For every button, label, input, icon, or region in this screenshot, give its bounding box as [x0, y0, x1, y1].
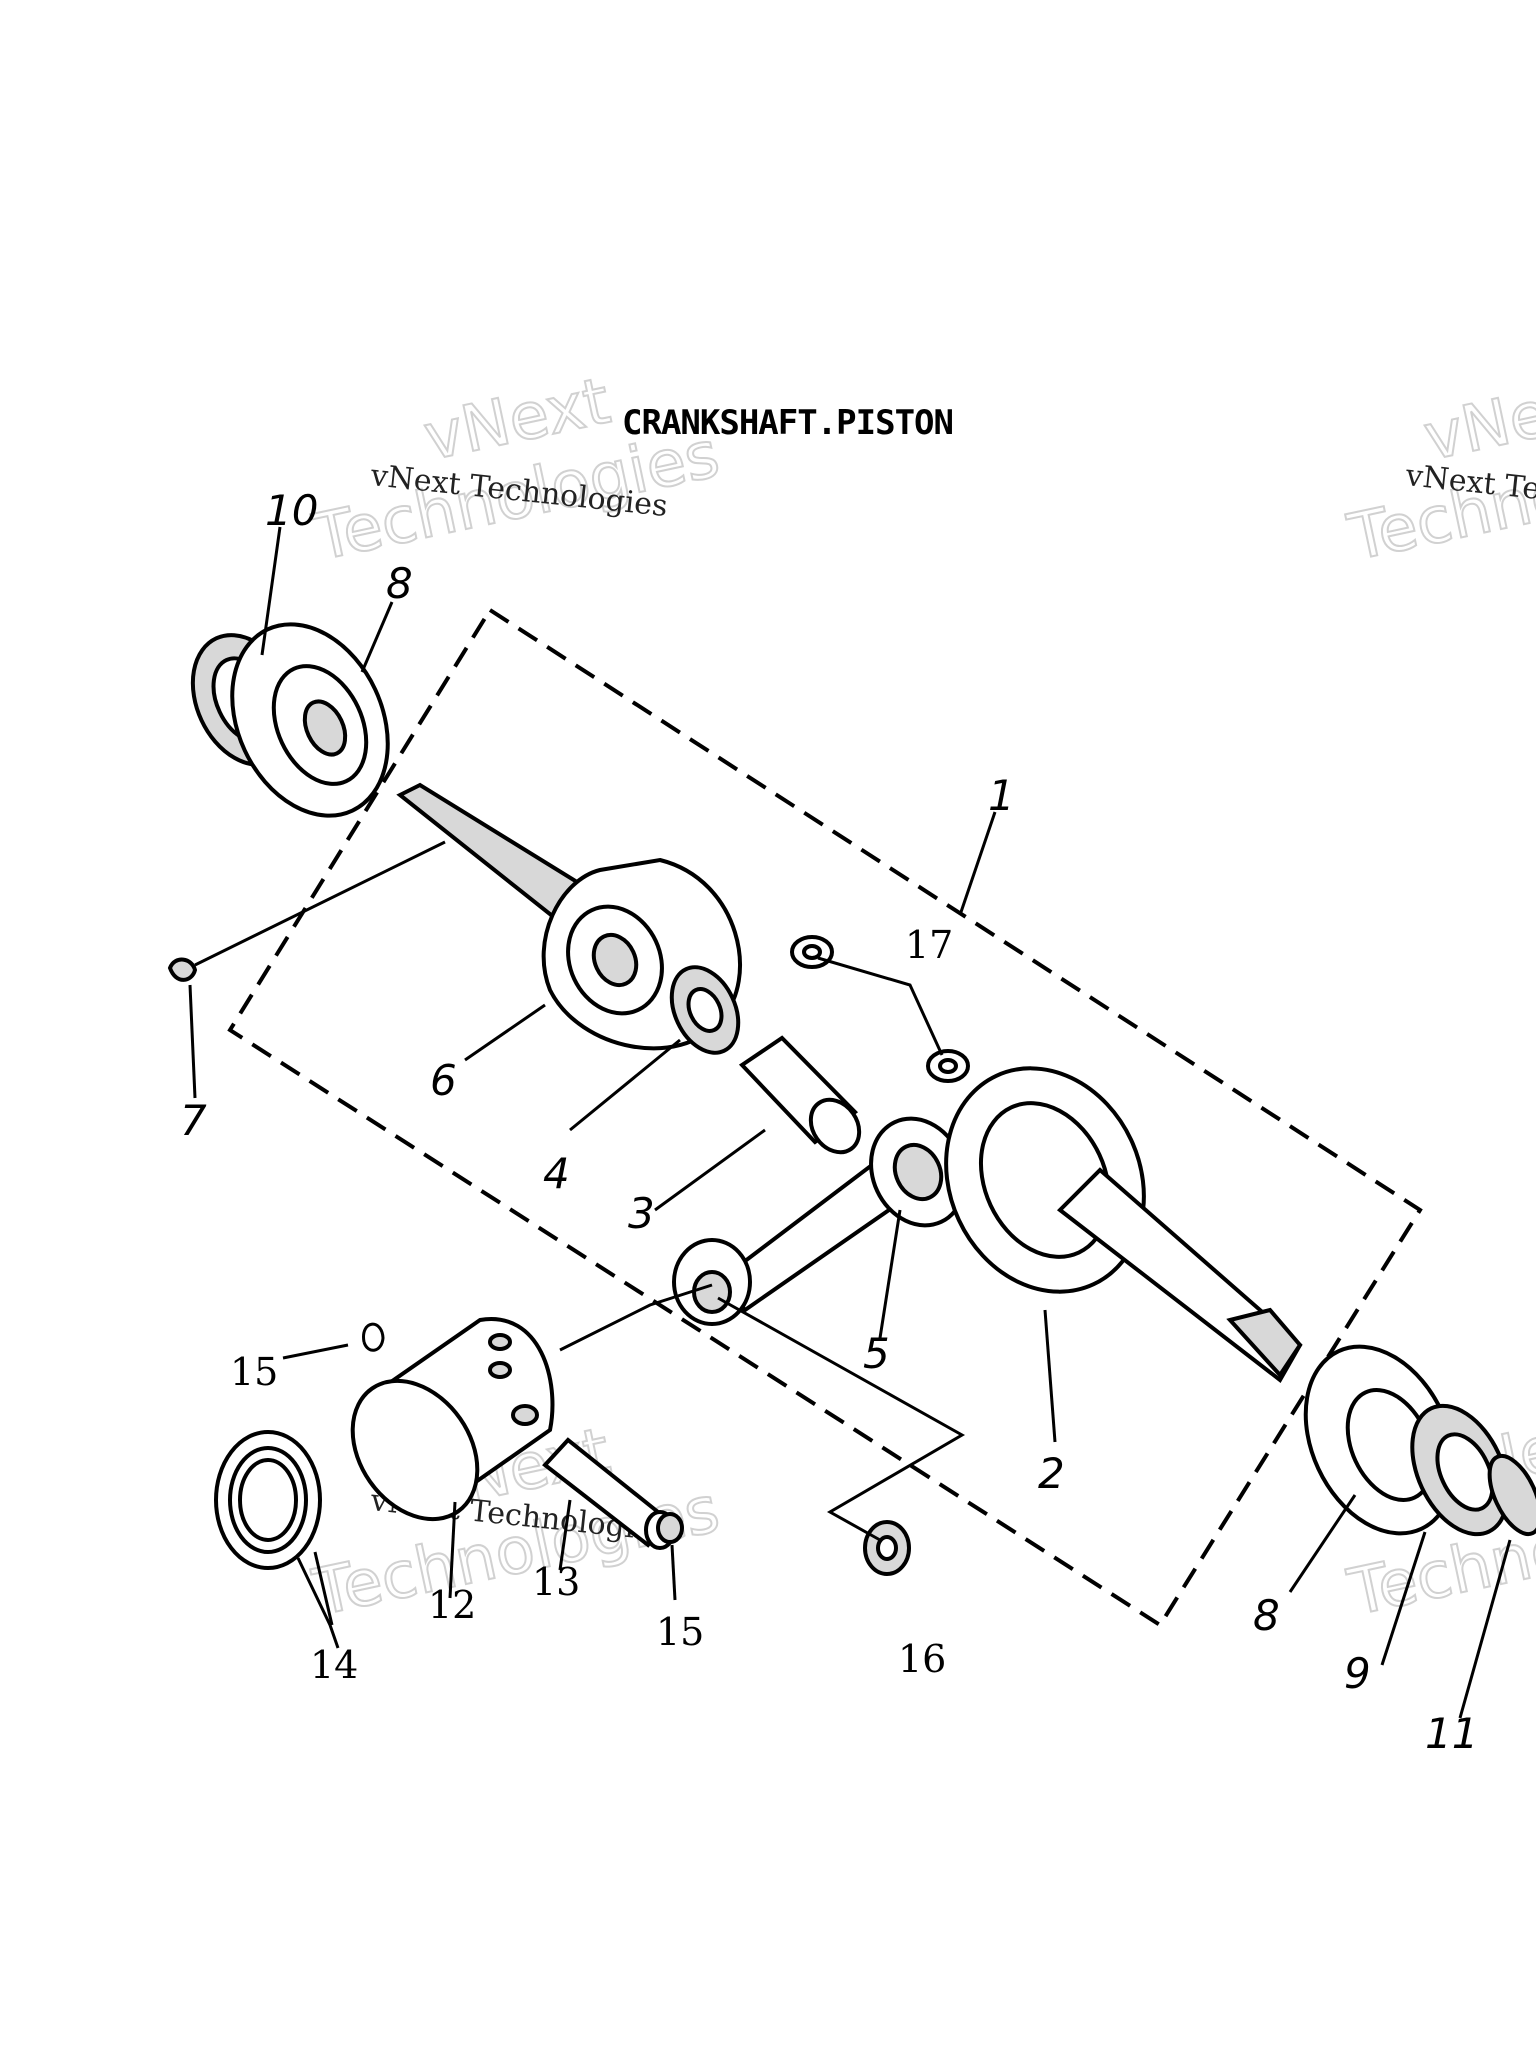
part-callouts: 1 2 3 4 5 6 7 8 8 9 10 11 12 13 14 15 15…: [180, 486, 1478, 1758]
diagram-title: CRANKSHAFT.PISTON: [622, 403, 953, 443]
leader-lines: [188, 526, 1512, 1719]
piston-rings: [214, 1430, 322, 1570]
connecting-rod: [672, 1116, 967, 1326]
callout-12: 12: [428, 1583, 476, 1627]
callout-1: 1: [988, 771, 1015, 820]
right-crank-half: [944, 1066, 1303, 1383]
callout-10: 10: [265, 486, 318, 535]
watermark-top-right: vNext Technologies vNext Technologies: [1341, 363, 1536, 576]
right-oil-seal: [1410, 1403, 1510, 1537]
callout-8-left: 8: [386, 559, 413, 608]
crankshaft-assembly-boundary: [227, 607, 1423, 1628]
callout-14: 14: [310, 1643, 358, 1687]
callout-6: 6: [430, 1056, 457, 1105]
callout-15-top: 15: [230, 1350, 278, 1394]
watermark-word-1: vNext: [1418, 364, 1536, 475]
piston-pin-clip-top: [362, 1322, 385, 1352]
callout-3: 3: [628, 1189, 655, 1238]
left-bearing: [230, 622, 390, 818]
callout-7: 7: [180, 1096, 207, 1145]
right-collar: [1487, 1454, 1536, 1536]
callout-2: 2: [1038, 1449, 1065, 1498]
callout-5: 5: [863, 1329, 890, 1378]
callout-16: 16: [898, 1637, 946, 1681]
watermark-top-left: vNext Technologies vNext Technologies: [306, 363, 727, 576]
callout-8-right: 8: [1253, 1591, 1280, 1640]
callout-13: 13: [532, 1560, 580, 1604]
crank-pin: [738, 1035, 862, 1155]
left-crank-half: [396, 782, 742, 1051]
small-end-bearing: [863, 1520, 911, 1576]
callout-17: 17: [905, 923, 953, 967]
piston: [350, 1317, 555, 1522]
woodruff-key: [167, 957, 198, 982]
needle-bearing: [669, 965, 741, 1055]
piston-pin-clip-bottom: [656, 1512, 684, 1544]
callout-9: 9: [1344, 1649, 1371, 1698]
callout-15-bottom: 15: [656, 1610, 704, 1654]
callout-4: 4: [543, 1149, 570, 1198]
callout-11: 11: [1425, 1709, 1478, 1758]
